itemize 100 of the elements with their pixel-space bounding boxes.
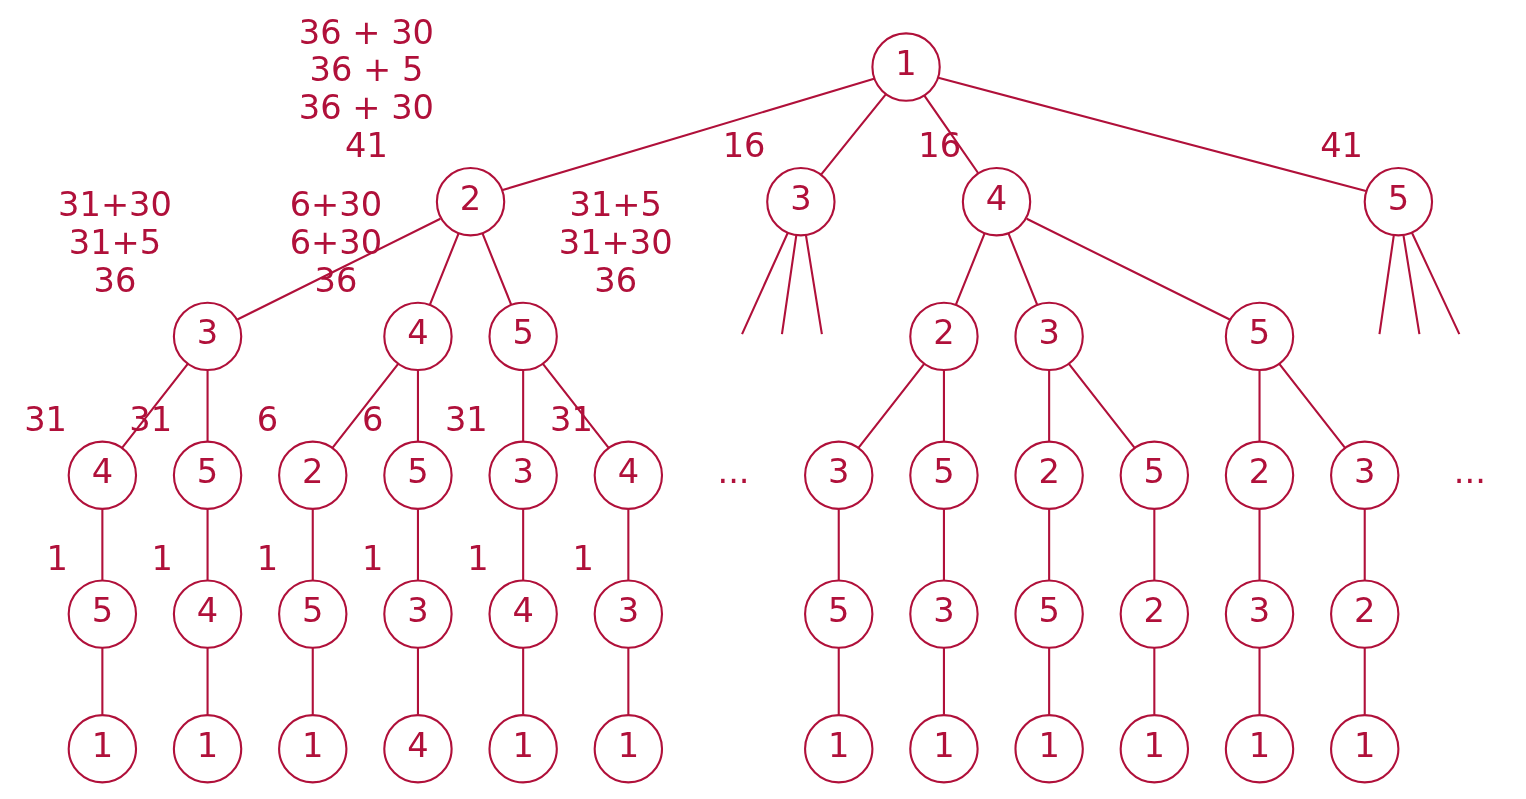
node-label: 41 bbox=[1320, 126, 1363, 166]
node-circle: 5 bbox=[1014, 579, 1084, 649]
node-circle: 3 bbox=[1330, 440, 1400, 510]
node-label: 31+5 bbox=[68, 222, 162, 262]
node-label: 1 bbox=[256, 538, 279, 578]
node-label: 1 bbox=[572, 538, 594, 578]
node-label: 1 bbox=[46, 538, 68, 578]
node-circle: 1 bbox=[1119, 714, 1190, 784]
node-circle: 5 bbox=[383, 440, 453, 510]
node-circle: 4 bbox=[488, 579, 558, 649]
node-circle: 1 bbox=[1014, 714, 1084, 784]
node-label: 1 bbox=[362, 538, 384, 578]
node-circle: 3 bbox=[383, 579, 453, 649]
connector bbox=[837, 509, 840, 581]
node-label: 41 bbox=[344, 126, 388, 166]
node-label: 1 bbox=[467, 538, 489, 578]
connector bbox=[1363, 647, 1366, 715]
connector bbox=[627, 509, 630, 581]
connector bbox=[1007, 233, 1039, 306]
node-label: 31 bbox=[444, 399, 488, 439]
node-circle: 3 bbox=[909, 579, 979, 649]
node-circle: 5 bbox=[278, 579, 348, 649]
node-circle: 2 bbox=[1014, 440, 1084, 510]
node-circle: 5 bbox=[488, 301, 558, 372]
node-circle: 1 bbox=[172, 714, 243, 784]
connector bbox=[1048, 370, 1051, 442]
node-label: 36 bbox=[594, 260, 638, 300]
node-circle: 4 bbox=[383, 301, 453, 372]
node-label: 31+30 bbox=[58, 185, 172, 225]
connector bbox=[1411, 232, 1461, 335]
node-label: 16 bbox=[722, 126, 766, 166]
node-label: 6 bbox=[256, 399, 279, 439]
node-circle: 2 bbox=[1224, 440, 1295, 510]
connector bbox=[416, 647, 419, 715]
node-circle: 2 bbox=[435, 167, 506, 237]
connector bbox=[1153, 647, 1156, 715]
connector bbox=[311, 647, 314, 715]
connector bbox=[1378, 235, 1395, 335]
node-circle: 2 bbox=[1330, 579, 1400, 649]
connector bbox=[416, 509, 419, 581]
connector bbox=[804, 235, 823, 335]
node-circle: 1 bbox=[488, 714, 558, 784]
node-label: 31 bbox=[24, 399, 67, 439]
node-circle: 5 bbox=[909, 440, 979, 510]
node-label: 31 bbox=[550, 399, 593, 439]
node-label: 36 bbox=[314, 260, 358, 300]
connector bbox=[522, 647, 525, 715]
node-label: 36 bbox=[93, 260, 137, 300]
connector bbox=[1258, 370, 1261, 442]
connector bbox=[857, 363, 925, 449]
connector bbox=[954, 233, 986, 306]
node-circle: 3 bbox=[804, 440, 874, 510]
connector bbox=[481, 233, 513, 306]
connector bbox=[206, 370, 209, 442]
connector bbox=[101, 509, 104, 581]
connector bbox=[837, 647, 840, 715]
connector bbox=[1048, 509, 1051, 581]
connector bbox=[1026, 217, 1231, 321]
node-circle: 3 bbox=[488, 440, 558, 510]
node-circle: 5 bbox=[804, 579, 874, 649]
node-label: 6+30 bbox=[289, 222, 383, 262]
node-circle: 4 bbox=[172, 579, 243, 649]
connector bbox=[416, 370, 419, 442]
node-circle: 3 bbox=[1224, 579, 1295, 649]
node-circle: 1 bbox=[804, 714, 874, 784]
node-label: 1 bbox=[151, 538, 174, 578]
connector bbox=[206, 509, 209, 581]
connector bbox=[942, 509, 945, 581]
node-label: 36 + 30 bbox=[298, 88, 435, 128]
label: ... bbox=[717, 452, 750, 492]
connector bbox=[1278, 363, 1346, 449]
node-circle: 4 bbox=[67, 440, 138, 510]
node-circle: 2 bbox=[1119, 579, 1190, 649]
connector bbox=[942, 370, 945, 442]
connector bbox=[331, 363, 399, 449]
connector bbox=[741, 232, 789, 335]
node-circle: 3 bbox=[766, 167, 836, 237]
node-label: 16 bbox=[918, 126, 962, 166]
node-circle: 4 bbox=[961, 167, 1032, 237]
connector bbox=[1258, 647, 1261, 715]
node-circle: 5 bbox=[172, 440, 243, 510]
node-label: 36 + 5 bbox=[309, 50, 424, 90]
connector bbox=[1258, 509, 1261, 581]
connector bbox=[101, 647, 104, 715]
node-label: 6 bbox=[362, 399, 384, 439]
node-circle: 1 bbox=[1330, 714, 1400, 784]
node-circle: 1 bbox=[278, 714, 348, 784]
node-circle: 4 bbox=[383, 714, 453, 784]
connector bbox=[1153, 509, 1156, 581]
node-circle: 1 bbox=[593, 714, 664, 784]
connector bbox=[206, 647, 209, 715]
label: ... bbox=[1453, 452, 1486, 492]
connector bbox=[1068, 363, 1136, 449]
connector bbox=[780, 235, 798, 335]
node-circle: 1 bbox=[871, 32, 941, 102]
node-circle: 1 bbox=[909, 714, 979, 784]
connector bbox=[542, 363, 610, 449]
connector bbox=[428, 233, 460, 306]
connector bbox=[820, 93, 887, 176]
connector bbox=[522, 509, 525, 581]
